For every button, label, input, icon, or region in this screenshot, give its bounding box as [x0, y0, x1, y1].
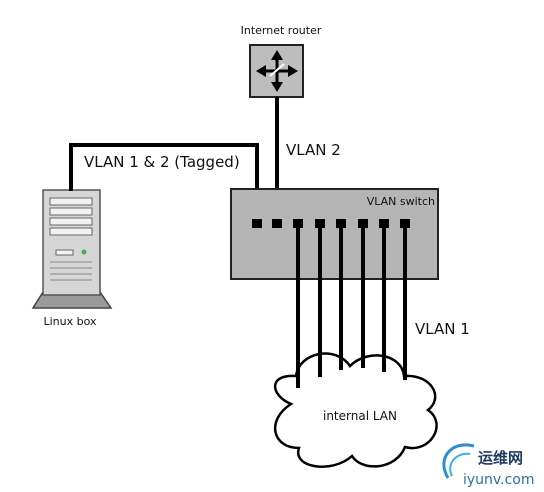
switch-label: VLAN switch: [367, 195, 435, 208]
internet-router: [249, 44, 304, 98]
port-tagged: [252, 219, 262, 228]
lan-label: internal LAN: [323, 409, 397, 423]
watermark: 运维网 iyunv.com: [442, 443, 534, 488]
port-lan-3: [336, 219, 346, 228]
port-lan-5: [379, 219, 389, 228]
power-led-icon: [81, 249, 87, 255]
port-lan-1: [293, 219, 303, 228]
linux-box-case: [42, 189, 101, 296]
tagged-cable: [69, 143, 259, 224]
router-label: Internet router: [241, 24, 322, 37]
port-lan-6: [400, 219, 410, 228]
tagged-label: VLAN 1 & 2 (Tagged): [84, 153, 240, 171]
lan-cables: [296, 226, 407, 388]
internal-lan-cloud: [273, 352, 438, 468]
linux-box: [31, 189, 113, 309]
linux-label: Linux box: [43, 315, 97, 328]
vlan2-label: VLAN 2: [286, 141, 341, 159]
watermark-swirl-icon: [442, 443, 475, 479]
port-lan-2: [315, 219, 325, 228]
router-arrows-icon: [256, 50, 298, 92]
port-vlan2: [272, 219, 282, 228]
watermark-en: iyunv.com: [463, 472, 534, 488]
watermark-cn: 运维网: [478, 449, 523, 467]
vlan1-label: VLAN 1: [415, 320, 470, 338]
port-lan-4: [358, 219, 368, 228]
